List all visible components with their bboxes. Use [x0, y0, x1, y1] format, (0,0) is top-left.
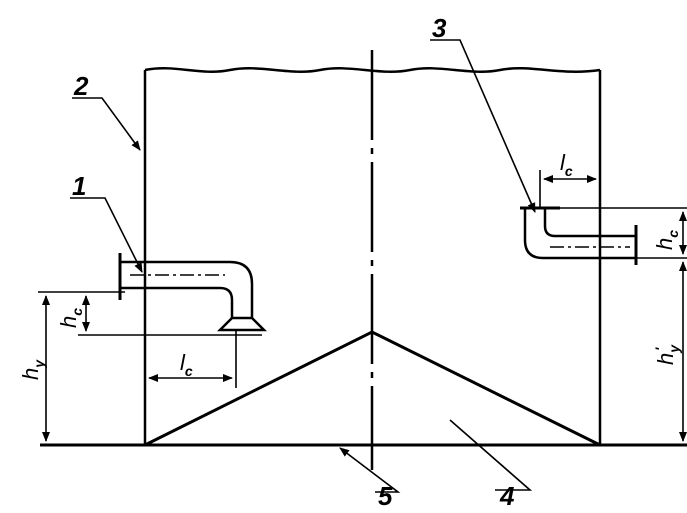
svg-text:hy': hy' [652, 344, 682, 365]
hy-prime-main: h [653, 353, 678, 365]
label-pipe-1: 1 [72, 171, 86, 201]
hy-sub: y [31, 359, 47, 369]
right-pipe-inner [543, 208, 636, 238]
label-pipe-3: 3 [432, 13, 447, 43]
hc-right-sub: c [665, 230, 681, 238]
leader-2 [72, 97, 141, 151]
lc-left-sub: c [185, 363, 193, 379]
dim-text-hy: hy [18, 359, 47, 380]
label-base-5: 5 [378, 481, 393, 508]
dim-text-hc-right: hc [652, 230, 681, 250]
svg-text:hc: hc [652, 230, 681, 250]
hy-prime-sub: y [666, 344, 682, 354]
dim-text-hc-left: hc [56, 308, 85, 328]
left-inlet-pipe [118, 253, 268, 332]
dim-text-lc-right: lc [560, 150, 573, 179]
hy-main: h [18, 368, 43, 380]
lc-right-main: l [560, 150, 566, 175]
left-pipe-diffuser [216, 316, 268, 332]
hc-right-main: h [652, 238, 677, 250]
svg-text:hc: hc [56, 308, 85, 328]
tank-outline [40, 67, 687, 447]
leader-1 [70, 197, 143, 273]
hy-prime-mark: ' [652, 347, 668, 351]
right-outlet-pipe [520, 206, 638, 265]
left-pipe-outer [120, 260, 254, 318]
label-cone-4: 4 [499, 481, 515, 508]
hc-left-main: h [56, 316, 81, 328]
svg-text:hy: hy [18, 359, 47, 380]
left-pipe-inner [120, 286, 234, 318]
dim-text-hy-prime: hy' [652, 344, 682, 365]
leader-lines [70, 39, 536, 493]
lc-left-main: l [180, 350, 186, 375]
right-pipe-outer [523, 208, 636, 260]
leader-4 [449, 419, 533, 491]
dim-text-lc-left: lc [180, 350, 193, 379]
tank-top-break-line [144, 67, 601, 73]
label-wall-2: 2 [73, 71, 89, 101]
lc-right-sub: c [565, 163, 573, 179]
leader-3 [430, 39, 536, 213]
dimension-lines [38, 170, 687, 442]
hc-left-sub: c [69, 308, 85, 316]
leader-5 [339, 447, 401, 493]
cone-bottom [144, 330, 601, 447]
